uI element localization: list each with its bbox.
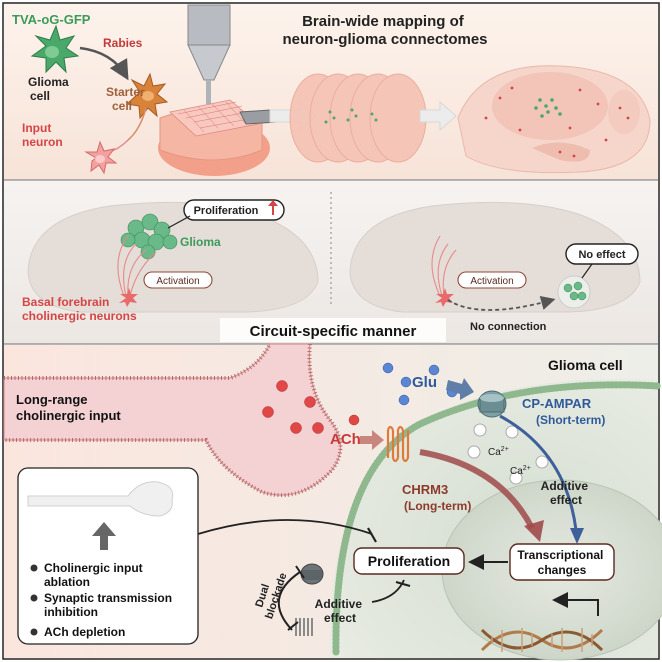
short-term-label: (Short-term) xyxy=(536,413,605,427)
transcriptional-box xyxy=(509,543,615,581)
proliferation-label: Proliferation xyxy=(194,205,259,217)
ablated-axon-icon xyxy=(27,481,174,517)
glioma-label: Glioma xyxy=(180,235,221,249)
chrm3-label: CHRM3 xyxy=(402,482,448,497)
no-effect-box xyxy=(565,243,639,265)
dual-blockade-bracket xyxy=(277,571,301,631)
starter-cell-icon xyxy=(125,72,169,141)
projection-lines-right xyxy=(431,235,457,297)
calcium-ions xyxy=(467,423,549,485)
panel1-title: Brain-wide mapping of neuron-glioma conn… xyxy=(282,13,487,48)
chrm3-receptor-icon xyxy=(386,425,410,463)
dna-to-transcription-arrow xyxy=(552,592,599,616)
glu-label: Glu xyxy=(412,374,437,391)
activation-left-label: Activation xyxy=(156,276,199,287)
glioma-cell-icon xyxy=(30,24,80,74)
chrm3-to-transcription-arrow xyxy=(419,449,535,530)
dna-helix-icon xyxy=(480,628,604,652)
glu-arrow xyxy=(446,378,474,400)
inhibition-line-top xyxy=(197,519,373,535)
long-range-label: Long-range cholinergic input xyxy=(16,392,121,423)
glioma-cluster-right-icon xyxy=(557,275,591,309)
ca-label-2: Ca2+ xyxy=(510,465,531,477)
neuron-right-icon xyxy=(435,288,454,307)
ca-label-1: Ca2+ xyxy=(488,446,509,458)
brain-slices-icon xyxy=(289,73,427,163)
basal-forebrain-label: Basal forebrain cholinergic neurons xyxy=(22,295,137,323)
brain-left-icon xyxy=(27,201,319,313)
starter-label: Starter cell xyxy=(106,85,148,113)
rabies-label: Rabies xyxy=(103,36,143,50)
up-arrow-icon xyxy=(268,200,278,215)
panel-connectome-mapping: TVA-oG-GFP Glioma cell Rabies Starter ce… xyxy=(4,4,658,181)
cp-ampar-label: CP-AMPAR xyxy=(522,396,592,411)
no-effect-label: No effect xyxy=(578,249,625,261)
flow-arrow-2 xyxy=(419,100,457,132)
no-connection-arrow xyxy=(447,295,556,311)
glioma-cell-title: Glioma cell xyxy=(548,357,623,373)
ach-vesicles xyxy=(262,380,360,434)
intervention-bullets xyxy=(30,564,38,636)
up-arrow-gray-icon xyxy=(92,522,116,550)
circuit-banner xyxy=(220,318,446,342)
panel-mechanism: Glioma cell Long-range cholinergic input… xyxy=(3,343,662,661)
long-term-label: (Long-term) xyxy=(404,499,471,513)
proliferation-box-label: Proliferation xyxy=(368,553,450,569)
rabies-arrow xyxy=(79,46,129,81)
receptor-blocked-icon xyxy=(295,618,313,636)
tva-label: TVA-oG-GFP xyxy=(12,12,91,27)
brain-3d-map-icon xyxy=(457,65,651,174)
slice-green-dots xyxy=(324,108,378,124)
glioma-cluster-icon xyxy=(120,213,178,260)
cell-membrane xyxy=(332,381,662,656)
neuron-left-icon xyxy=(119,288,138,307)
intervention-list: Cholinergic input ablation Synaptic tran… xyxy=(44,561,175,639)
glioma-cell-label: Glioma cell xyxy=(28,75,72,103)
ampar-to-transcription-arrow xyxy=(499,414,578,531)
activation-left-box xyxy=(143,271,213,289)
transcriptional-label: Transcriptional changes xyxy=(517,548,606,577)
activation-right-label: Activation xyxy=(470,276,513,287)
projection-lines xyxy=(117,235,157,297)
panel-circuit-specific: Glioma Proliferation Activation Basal fo… xyxy=(4,181,658,345)
brain-section-icon xyxy=(158,99,277,176)
cp-ampar-channel-icon xyxy=(477,390,507,418)
cholinergic-terminal xyxy=(3,343,342,496)
activation-right-box xyxy=(457,271,527,289)
channel-blocked-icon xyxy=(300,563,324,585)
proliferation-callout: Proliferation xyxy=(167,199,285,229)
ach-arrow xyxy=(360,430,384,450)
circuit-label: Circuit-specific manner xyxy=(250,323,417,340)
no-connection-label: No connection xyxy=(470,321,547,333)
ach-label: ACh xyxy=(330,431,361,448)
input-neuron-icon xyxy=(84,139,129,175)
additive-effect-2: Additive effect xyxy=(315,597,366,625)
additive-effect-1: Additive effect xyxy=(541,479,592,507)
input-neuron-label: Input neuron xyxy=(22,121,63,149)
proliferation-box xyxy=(353,547,465,575)
